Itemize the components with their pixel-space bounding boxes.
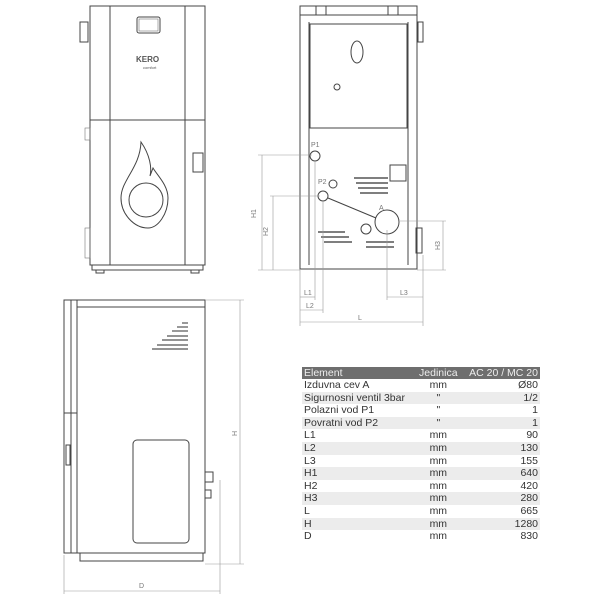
- cell-element: L3: [304, 454, 316, 467]
- cell-value: 1/2: [461, 391, 540, 405]
- flame-logo: [120, 140, 169, 229]
- a-label: A: [379, 205, 384, 212]
- header-element: Element: [302, 367, 416, 379]
- table-row: Povratni vod P2"1: [302, 416, 540, 430]
- cell-element: Sigurnosni ventil 3bar: [302, 391, 416, 405]
- cell-value: 90: [526, 429, 538, 442]
- cell-unit: mm: [429, 454, 448, 467]
- cell-value: 130: [461, 441, 540, 455]
- cell-unit: mm: [429, 429, 448, 442]
- side-window: [192, 152, 204, 173]
- cell-element: H2: [304, 479, 318, 492]
- cell-value: Ø80: [518, 379, 538, 391]
- cell-unit: mm: [429, 479, 448, 492]
- cell-unit: ": [415, 416, 462, 430]
- d-dim: D: [139, 583, 144, 590]
- cell-element: H3: [302, 492, 416, 505]
- cell-unit: mm: [415, 492, 462, 505]
- cell-value: 420: [520, 479, 538, 492]
- cell-unit: mm: [415, 517, 462, 531]
- cell-unit: mm: [429, 530, 448, 543]
- cell-element: L1: [304, 429, 316, 442]
- cell-value: 1: [461, 416, 540, 430]
- logo-subtext: comfort: [143, 65, 157, 70]
- cell-value: 640: [461, 467, 540, 480]
- back-view: P1 P2 A H1 H2: [251, 5, 446, 326]
- cell-unit: mm: [415, 467, 462, 480]
- h2-dim: H2: [263, 227, 270, 236]
- front-view: KERO comfort: [79, 5, 206, 274]
- cell-element: Povratni vod P2: [302, 416, 416, 430]
- cell-unit: mm: [429, 504, 448, 517]
- h3-dim: H3: [435, 241, 442, 250]
- p2-label: P2: [318, 179, 327, 186]
- cell-value: 830: [520, 530, 538, 543]
- cell-unit: ": [415, 391, 462, 405]
- left-handle: [79, 21, 89, 43]
- cell-element: Izduvna cev A: [304, 379, 370, 391]
- table-row: L1 mm 90: [302, 429, 540, 442]
- table-header-row: Element Jedinica AC 20 / MC 20: [302, 367, 540, 379]
- cell-value: 1280: [461, 517, 540, 531]
- header-unit: Jedinica: [415, 367, 462, 379]
- cell-value: 1: [532, 404, 538, 417]
- table-row: Sigurnosni ventil 3bar"1/2: [302, 391, 540, 405]
- cell-value: 155: [520, 454, 538, 467]
- cell-element: D: [304, 530, 312, 543]
- side-view: H D: [63, 299, 244, 594]
- cell-element: H1: [302, 467, 416, 480]
- table-row: L3 mm 155: [302, 455, 540, 468]
- p1-label: P1: [311, 142, 320, 149]
- h-dim: H: [232, 431, 239, 436]
- control-display: [136, 16, 161, 34]
- l1-dim: L1: [304, 290, 312, 297]
- l2-dim: L2: [306, 303, 314, 310]
- cell-element: Polazni vod P1: [304, 404, 375, 417]
- cell-value: 665: [520, 504, 538, 517]
- table-row: H2 mm 420: [302, 480, 540, 493]
- cell-value: 280: [461, 492, 540, 505]
- side-door: [132, 439, 190, 544]
- cell-unit: mm: [415, 441, 462, 455]
- l3-dim: L3: [400, 290, 408, 297]
- specifications-table: Element Jedinica AC 20 / MC 20 Izduvna c…: [302, 367, 540, 543]
- table-row: Polazni vod P1 " 1: [302, 404, 540, 417]
- cell-element: H: [302, 517, 416, 531]
- cell-element: L: [304, 504, 310, 517]
- h1-dim: H1: [251, 209, 258, 218]
- p1-connection: [309, 150, 321, 162]
- header-model: AC 20 / MC 20: [461, 367, 540, 379]
- cell-element: L2: [302, 441, 416, 455]
- logo: KERO: [136, 55, 159, 64]
- l-dim: L: [358, 315, 362, 322]
- cell-unit: ": [436, 404, 441, 417]
- cell-unit: mm: [429, 379, 448, 391]
- table-row: Izduvna cev A mm Ø80: [302, 379, 540, 392]
